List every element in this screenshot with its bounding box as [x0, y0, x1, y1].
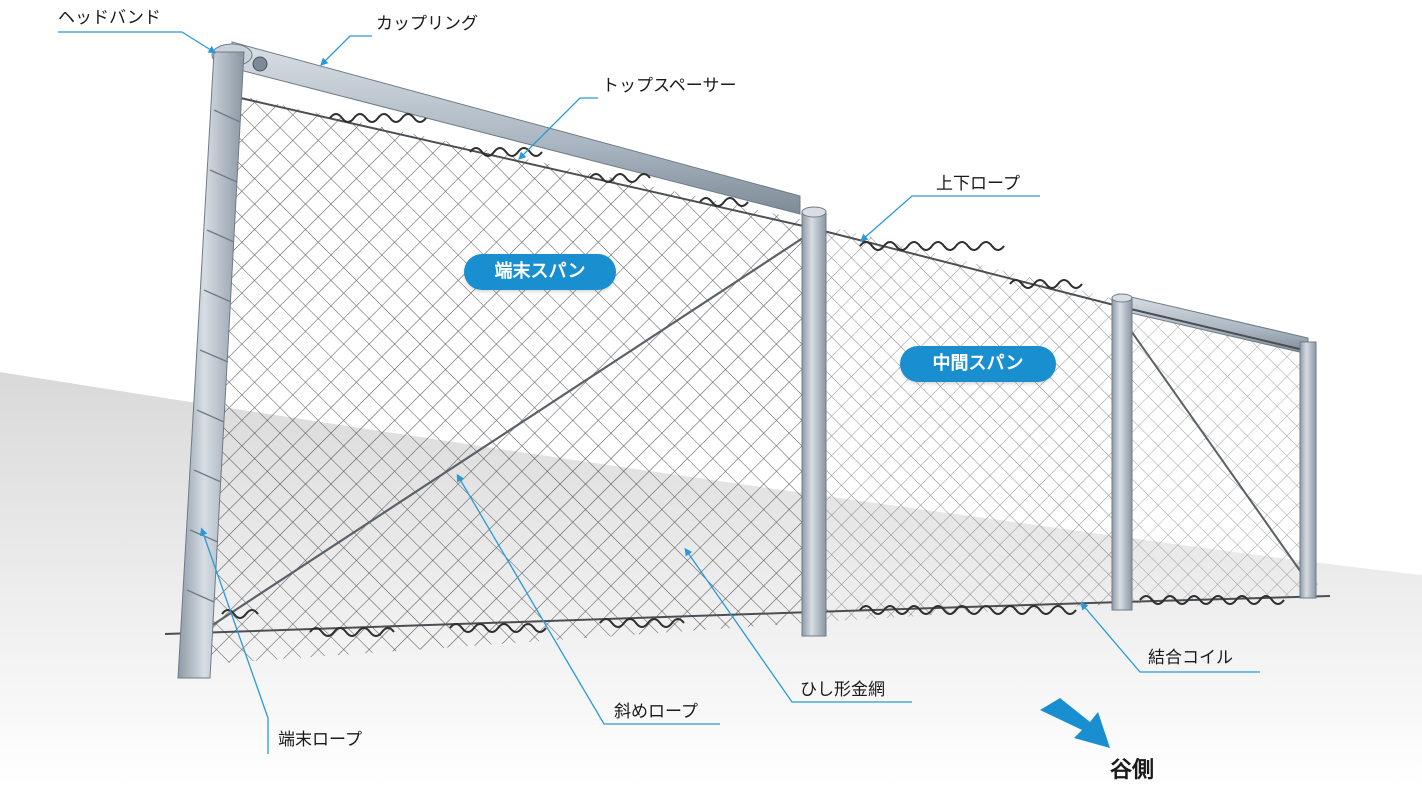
top-rope	[213, 91, 1313, 353]
inner-pole	[1111, 297, 1133, 611]
label-top-spacer: トップスペーサー	[602, 76, 737, 96]
far-pole	[1299, 341, 1317, 599]
end-pole	[177, 51, 245, 679]
mesh-end-span	[195, 90, 818, 665]
pill-end-span: 端末スパン	[464, 254, 616, 290]
label-diamond-mesh: ひし形金網	[800, 680, 885, 700]
direction-arrow	[1040, 698, 1110, 748]
label-top-bottom-rope: 上下ロープ	[936, 174, 1020, 194]
label-diagonal-rope: 斜めロープ	[614, 702, 698, 722]
pill-middle-span: 中間スパン	[900, 346, 1056, 382]
mesh-middle-span	[812, 222, 1122, 622]
coils	[221, 113, 1285, 637]
middle-pole	[801, 211, 827, 637]
label-coupling: カップリング	[376, 14, 478, 34]
label-head-band: ヘッドバンド	[58, 8, 161, 28]
label-end-rope: 端末ロープ	[278, 730, 362, 750]
diagonal-rope-far	[1121, 317, 1316, 593]
diagonal-rope	[204, 231, 813, 631]
label-valley-side: 谷側	[1110, 758, 1155, 783]
bottom-rope	[164, 595, 1331, 635]
leader-lines	[58, 31, 1260, 754]
mesh-far-span	[1118, 300, 1318, 604]
label-joint-coil: 結合コイル	[1148, 648, 1233, 668]
